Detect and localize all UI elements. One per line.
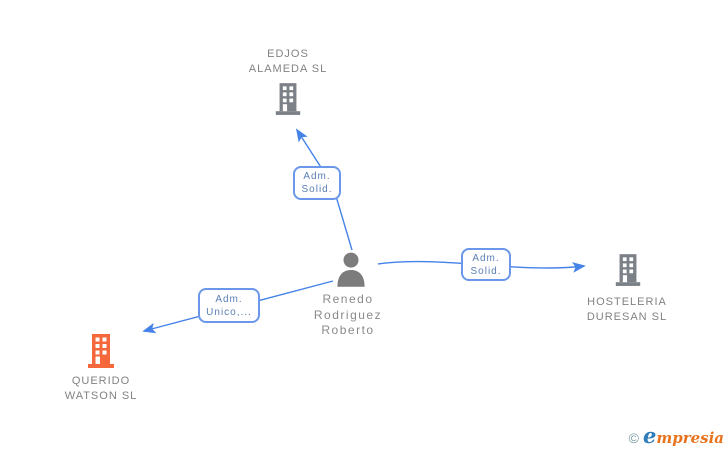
company-name-line: ALAMEDA SL	[248, 63, 328, 75]
edge-label-line: Solid.	[301, 184, 333, 195]
building-icon-querido[interactable]	[85, 334, 117, 368]
company-name-line: EDJOS	[267, 48, 309, 60]
logo-brand-rest: mpresia	[656, 429, 724, 447]
person-name-line: Rodriguez	[313, 307, 383, 322]
node-label-querido-watson[interactable]: QUERIDO WATSON SL	[31, 374, 171, 404]
person-name-line: Roberto	[321, 323, 375, 337]
company-name-line: DURESAN SL	[586, 311, 668, 323]
logo-brand-initial: e	[642, 423, 657, 448]
person-name-line: Renedo	[322, 292, 374, 306]
edge-label-line: Adm.	[472, 252, 500, 264]
copyright-icon: ©	[628, 430, 639, 446]
company-name-line: HOSTELERIA	[587, 296, 667, 308]
edge-label-line: Unico,...	[206, 306, 252, 318]
edge-label-line: Adm.	[215, 293, 243, 305]
edge-label-adm-solid-hosteleria[interactable]: Adm. Solid.	[461, 248, 511, 281]
node-label-renedo-rodriguez[interactable]: Renedo Rodriguez Roberto	[278, 292, 418, 339]
node-label-hosteleria-duresan[interactable]: HOSTELERIA DURESAN SL	[557, 295, 697, 325]
edge-label-line: Adm.	[303, 171, 331, 182]
edge-label-line: Solid.	[470, 265, 502, 277]
person-icon-renedo[interactable]	[336, 251, 366, 287]
company-name-line: QUERIDO	[71, 375, 131, 387]
edge-label-adm-solid-edjos[interactable]: Adm. Solid.	[293, 166, 341, 200]
edge-label-adm-unico-querido[interactable]: Adm. Unico,...	[198, 288, 260, 323]
building-icon-hosteleria[interactable]	[613, 254, 643, 286]
node-label-edjos-alameda[interactable]: EDJOS ALAMEDA SL	[218, 47, 358, 77]
empresia-logo[interactable]: © e mpresia	[628, 423, 724, 448]
company-name-line: WATSON SL	[64, 390, 138, 402]
building-icon-edjos[interactable]	[273, 83, 303, 115]
